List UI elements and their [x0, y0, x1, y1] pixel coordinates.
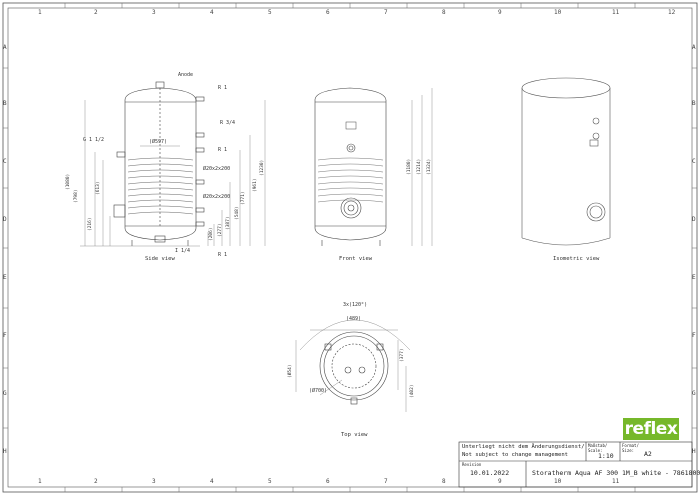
revision-label: Revision: [462, 462, 482, 467]
grid-col-9-bottom: 9: [498, 478, 502, 485]
format-label-2: Size:: [622, 448, 635, 453]
grid-row-b-right: B: [692, 100, 696, 107]
dim-1230: (1230): [260, 159, 265, 176]
grid-col-11-bottom: 11: [612, 478, 620, 485]
scale-value: 1:10: [598, 452, 614, 460]
grid-col-11: 11: [612, 9, 620, 16]
grid-col-5: 5: [268, 9, 272, 16]
grid-col-4: 4: [210, 9, 214, 16]
side-view-drawing: [80, 81, 266, 247]
grid-row-d-right: D: [692, 216, 696, 223]
grid-col-5-bottom: 5: [268, 478, 272, 485]
grid-row-f-right: F: [692, 332, 696, 339]
side-view-title: Side view: [145, 256, 175, 262]
r1-bot-label: R 1: [218, 252, 228, 258]
grid-col-3: 3: [152, 9, 156, 16]
dim-700: (Ø700): [309, 388, 328, 394]
dim-377: (377): [400, 348, 405, 362]
isometric-view-drawing: [521, 77, 611, 246]
reflex-logo: reflex: [623, 418, 679, 440]
format-label-1: Format/: [622, 443, 639, 448]
title-block-frame: [458, 441, 693, 488]
dim-771: (771): [241, 191, 246, 205]
dim-613: (613): [96, 181, 101, 195]
coil1-label: Ø20x2x200: [203, 166, 231, 172]
grid-row-h: H: [3, 448, 7, 455]
r1-mid-label: R 1: [218, 147, 228, 153]
front-view-drawing: [314, 87, 433, 246]
scale-label-2: Scale:: [588, 448, 603, 453]
r14-label: I 1/4: [175, 248, 191, 254]
grid-row-g: G: [3, 390, 7, 397]
grid-col-8: 8: [442, 9, 446, 16]
grid-col-2: 2: [94, 9, 98, 16]
grid-row-b: B: [3, 100, 7, 107]
dim-654: (Ø54): [288, 364, 293, 378]
grid-row-d: D: [3, 216, 7, 223]
grid-col-10: 10: [554, 9, 562, 16]
dim-1080: (1080): [66, 173, 71, 190]
front-view-title: Front view: [339, 256, 373, 262]
grid-col-6-bottom: 6: [326, 478, 330, 485]
dim-1180: (1180): [407, 158, 412, 175]
dim-548: (548): [235, 206, 240, 220]
grid-col-3-bottom: 3: [152, 478, 156, 485]
revision-date: 10.01.2022: [470, 469, 510, 477]
grid-row-h-right: H: [692, 448, 696, 455]
note-line-2: Not subject to change management: [462, 452, 568, 458]
top-view-title: Top view: [341, 432, 368, 438]
product-designation: Storatherm Aqua AF 300 1M_B white - 7861…: [532, 469, 700, 477]
dim-216: (216): [88, 217, 93, 231]
grid-row-e: E: [3, 274, 7, 281]
dim-206: (206): [209, 227, 214, 241]
r34-label: R 3/4: [220, 120, 236, 126]
isometric-view-title: Isometric view: [553, 256, 600, 262]
grid-row-e-right: E: [692, 274, 696, 281]
dim-961: (961): [253, 178, 258, 192]
grid-col-4-bottom: 4: [210, 478, 214, 485]
dim-1324: (1324): [427, 158, 432, 175]
grid-col-12: 12: [668, 9, 676, 16]
dim-402: (402): [410, 384, 415, 398]
format-value: A2: [644, 450, 652, 458]
grid-col-8-bottom: 8: [442, 478, 446, 485]
r1-top-label: R 1: [218, 85, 228, 91]
grid-col-1-bottom: 1: [38, 478, 42, 485]
dim-489: (489): [346, 316, 362, 322]
grid-row-c: C: [3, 158, 7, 165]
dim-387: (387): [226, 216, 231, 230]
grid-row-a: A: [3, 44, 7, 51]
grid-col-9: 9: [498, 9, 502, 16]
grid-row-f: F: [3, 332, 7, 339]
coil2-label: Ø20x2x200: [203, 194, 231, 200]
diameter-label: (Ø597): [149, 139, 168, 145]
grid-col-10-bottom: 10: [554, 478, 562, 485]
dim-798: (798): [74, 189, 79, 203]
grid-col-1: 1: [38, 9, 42, 16]
dim-277: (277): [218, 223, 223, 237]
grid-row-a-right: A: [692, 44, 696, 51]
anode-label: Anode: [178, 72, 194, 78]
grid-col-7-bottom: 7: [384, 478, 388, 485]
grid-row-c-right: C: [692, 158, 696, 165]
note-line-1: Unterliegt nicht dem Änderungsdienst/: [462, 444, 585, 450]
grid-row-g-right: G: [692, 390, 696, 397]
g112-label: G 1 1/2: [83, 137, 105, 143]
top-view-drawing: [295, 319, 411, 412]
grid-col-2-bottom: 2: [94, 478, 98, 485]
dim-1214: (1214): [417, 158, 422, 175]
grid-col-6: 6: [326, 9, 330, 16]
scale-label-1: Maßstab/: [588, 443, 608, 448]
angle-label: 3x(120°): [343, 302, 368, 308]
grid-col-7: 7: [384, 9, 388, 16]
